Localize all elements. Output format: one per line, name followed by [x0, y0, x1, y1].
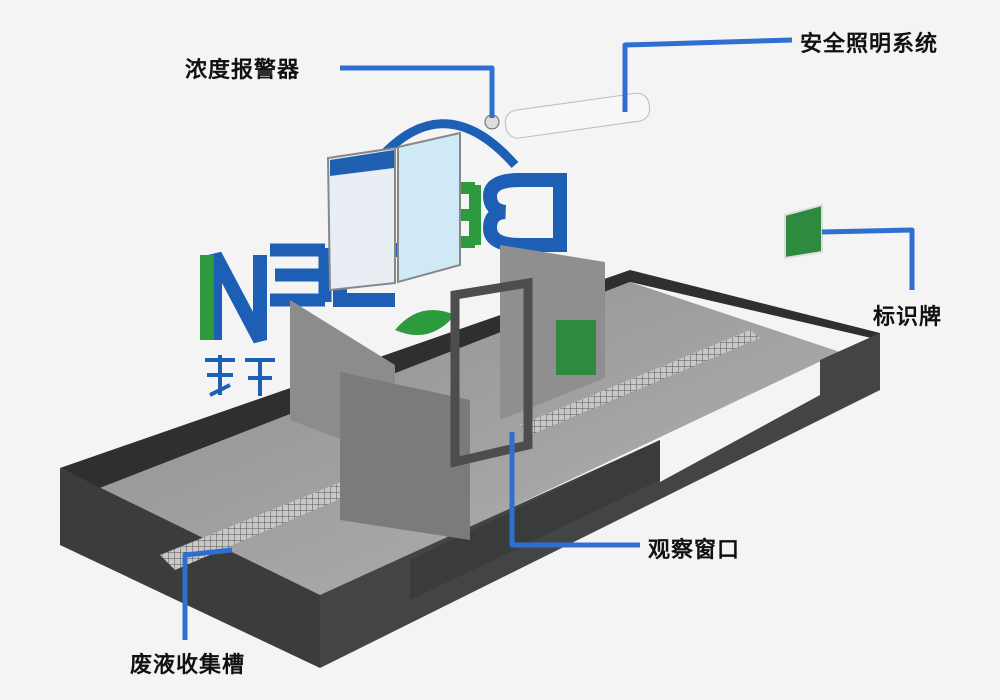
- leader-lines: [182, 37, 915, 640]
- label-observation-window: 观察窗口: [648, 538, 741, 563]
- collection-grate: [520, 330, 760, 435]
- notice-boards: [326, 131, 461, 292]
- label-safety-lighting: 安全照明系统: [800, 32, 939, 57]
- label-waste-trough: 废液收集槽: [130, 653, 246, 678]
- wall-safety-sign: [556, 320, 596, 375]
- label-concentration-alarm: 浓度报警器: [185, 58, 301, 83]
- label-sign: 标识牌: [873, 305, 943, 330]
- safety-light: [504, 92, 651, 139]
- tank-end-wall: [60, 468, 320, 668]
- partition-wall-front: [340, 372, 470, 540]
- observation-window-frame: [450, 277, 533, 468]
- exit-sign: [784, 203, 823, 260]
